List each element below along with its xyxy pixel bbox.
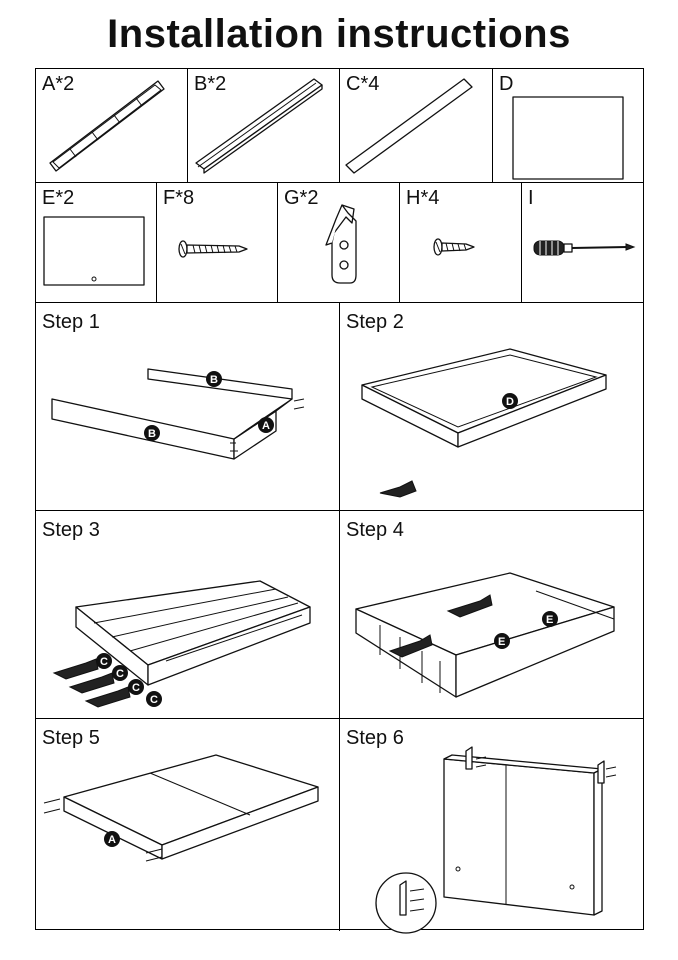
short-screw-icon <box>433 238 475 256</box>
part-label-c: C*4 <box>346 73 380 95</box>
page-title: Installation instructions <box>107 12 571 56</box>
svg-text:A: A <box>262 420 270 432</box>
part-label-f: F*8 <box>163 187 195 209</box>
svg-text:D: D <box>506 396 514 408</box>
part-label-a: A*2 <box>42 73 75 95</box>
step-6-diagram <box>375 746 617 934</box>
svg-text:C: C <box>116 668 124 680</box>
svg-text:E: E <box>546 614 553 626</box>
svg-text:E: E <box>498 636 505 648</box>
long-screw-icon <box>178 240 248 258</box>
svg-text:C: C <box>100 656 108 668</box>
part-label-b: B*2 <box>194 73 227 95</box>
frame-rail-icon <box>49 80 165 172</box>
hanging-bracket-icon <box>325 204 357 284</box>
step-2-label: Step 2 <box>346 311 404 333</box>
sliding-door-icon <box>43 216 145 286</box>
step-2-diagram: D <box>361 348 607 498</box>
step-6-panel: Step 6 <box>340 719 644 934</box>
step-5-diagram: A <box>43 754 319 862</box>
svg-text:C: C <box>150 694 158 706</box>
part-cell-b: B*2 <box>188 69 340 183</box>
part-label-i: I <box>528 187 534 209</box>
step-1-panel: Step 1 B B A <box>36 303 340 511</box>
part-cell-h: H*4 <box>400 183 522 303</box>
part-cell-e: E*2 <box>36 183 157 303</box>
part-label-d: D <box>499 73 514 95</box>
step-4-panel: Step 4 E E <box>340 511 644 719</box>
part-label-h: H*4 <box>406 187 440 209</box>
part-cell-g: G*2 <box>278 183 400 303</box>
part-label-g: G*2 <box>284 187 319 209</box>
step-1-diagram: B B A <box>51 368 305 460</box>
svg-text:B: B <box>148 428 156 440</box>
step-4-diagram: E E <box>355 572 615 698</box>
step-1-label: Step 1 <box>42 311 100 333</box>
step-3-panel: Step 3 C C C C <box>36 511 340 719</box>
screwdriver-icon <box>533 240 636 256</box>
part-label-e: E*2 <box>42 187 75 209</box>
step-4-label: Step 4 <box>346 519 404 541</box>
divider-strip-icon <box>345 78 473 174</box>
step-3-diagram: C C C C <box>52 580 311 708</box>
back-panel-icon <box>512 96 624 180</box>
step-5-label: Step 5 <box>42 727 100 749</box>
step-6-label: Step 6 <box>346 727 404 749</box>
svg-text:C: C <box>132 682 140 694</box>
part-cell-i: I <box>522 183 644 303</box>
instruction-sheet: A*2 B*2 C*4 D E*2 <box>35 68 644 934</box>
side-panel-icon <box>195 78 323 174</box>
part-cell-d: D <box>493 69 644 183</box>
step-2-panel: Step 2 D <box>340 303 644 511</box>
step-5-panel: Step 5 A <box>36 719 340 931</box>
part-cell-f: F*8 <box>157 183 278 303</box>
svg-text:A: A <box>108 834 116 846</box>
part-cell-a: A*2 <box>36 69 188 183</box>
part-cell-c: C*4 <box>340 69 493 183</box>
step-3-label: Step 3 <box>42 519 100 541</box>
svg-text:B: B <box>210 374 218 386</box>
